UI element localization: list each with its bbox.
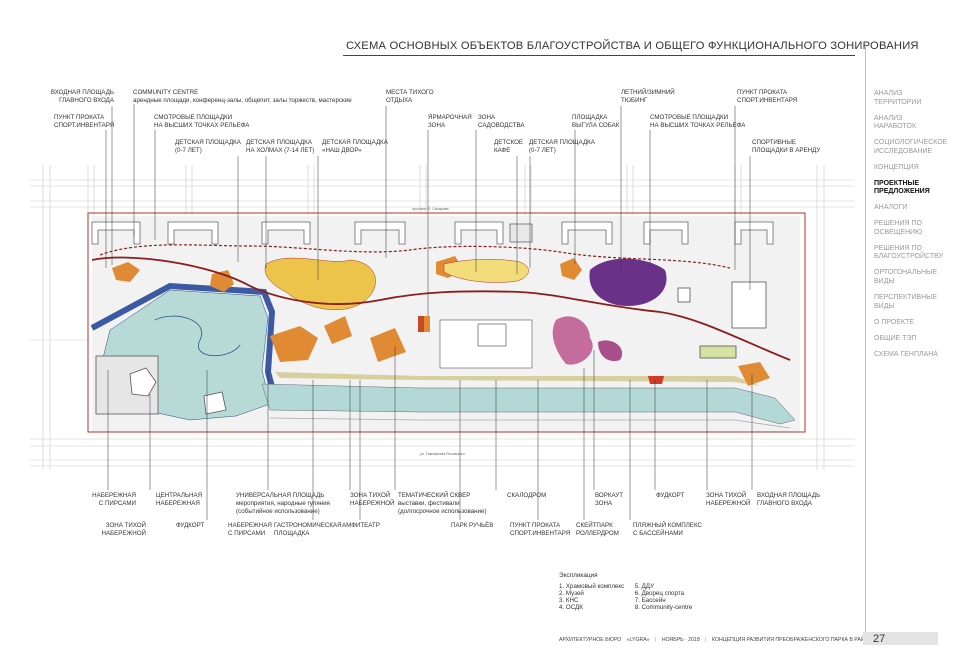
label-sport-rent: СПОРТИВНЫЕ ПЛОЩАДКИ В АРЕНДУ — [752, 139, 821, 154]
footer-office: «LYGRA» — [626, 637, 650, 643]
label-kids-cafe: ДЕТСКОЕ КАФЕ — [494, 139, 524, 154]
label-foodcourt-left: ФУДКОРТ — [176, 522, 205, 529]
legend-item: 1. Храмовый комплекс — [559, 583, 625, 590]
pink-zone — [552, 316, 593, 365]
sidebar-divider — [865, 44, 866, 644]
embankment-strip — [275, 372, 760, 386]
label-universal-square-sub: мероприятия, народные гуляния (событийно… — [236, 500, 330, 515]
footer-bureau: АРХИТЕКТУРНОЕ БЮРО — [559, 637, 622, 643]
footer-date: НОЯБРЬ · 2018 — [661, 637, 700, 643]
sidebar-item-tep[interactable]: ОБЩИЕ ТЭП — [874, 334, 917, 342]
footer-separator: | — [705, 637, 707, 643]
title-underline — [343, 55, 855, 56]
label-kids-yard: ДЕТСКАЯ ПЛОЩАДКА «НАШ ДВОР» — [322, 139, 388, 154]
label-amphitheatre: АМФИТЕАТР — [342, 522, 380, 529]
orange-zones — [112, 256, 770, 386]
sidebar-item-analysis-works[interactable]: АНАЛИЗ НАРАБОТОК — [874, 114, 917, 131]
sidebar-item-genplan[interactable]: СХЕМА ГЕНПЛАНА — [874, 350, 938, 358]
residential-buildings-top — [91, 221, 774, 245]
label-creek-park: ПАРК РУЧЬЁВ — [451, 522, 494, 529]
legend-item: 5. ДДУ — [634, 583, 654, 590]
label-kids-hills: ДЕТСКАЯ ПЛОЩАДКА НА ХОЛМАХ (7-14 ЛЕТ) — [246, 139, 315, 154]
legend-item: 8. Community-centre — [634, 603, 693, 611]
label-kids-0-7-right: ДЕТСКАЯ ПЛОЩАДКА (0-7 ЛЕТ) — [529, 139, 595, 154]
sports-buildings — [677, 281, 767, 359]
label-quiet-embankment-right: ЗОНА ТИХОЙ НАБЕРЕЖНОЙ — [706, 492, 751, 507]
sidebar-item-sociology[interactable]: СОЦИОЛОГИЧЕСКОЕ ИССЛЕДОВАНИЕ — [874, 139, 948, 155]
beach-marker — [648, 376, 664, 384]
label-embankment-piers-2: НАБЕРЕЖНАЯ С ПИРСАМИ — [228, 522, 272, 537]
label-quiet-rest: МЕСТА ТИХОГО ОТДЫХА — [386, 89, 434, 104]
label-kids-0-7-left: ДЕТСКАЯ ПЛОЩАДКА (0-7 ЛЕТ) — [175, 139, 241, 154]
label-beach-complex: ПЛЯЖНЫЙ КОМПЛЕКС С БАССЕЙНАМИ — [633, 522, 702, 537]
label-community-centre: COMMUNITY CENTRE — [133, 89, 199, 96]
label-quiet-embankment-left: ЗОНА ТИХОЙ НАБЕРЕЖНОЙ — [101, 522, 146, 537]
footer-concept: КОНЦЕПЦИЯ РАЗВИТИЯ ПРЕОБРАЖЕНСКОГО ПАРКА… — [711, 637, 930, 643]
sidebar-item-concept[interactable]: КОНЦЕПЦИЯ — [874, 163, 919, 171]
pink-zone-2 — [598, 340, 623, 362]
central-square — [418, 316, 533, 369]
label-central-embankment: ЦЕНТРАЛЬНАЯ НАБЕРЕЖНАЯ — [156, 492, 203, 507]
label-embankment-piers: НАБЕРЕЖНАЯ С ПИРСАМИ — [92, 492, 136, 507]
legend-item: 3. КНС — [559, 596, 579, 604]
park-boundary — [87, 212, 806, 433]
label-quiet-embankment-mid: ЗОНА ТИХОЙ НАБЕРЕЖНОЙ — [350, 492, 395, 507]
footer-separator: | — [655, 637, 657, 643]
label-rental-bottom: ПУНКТ ПРОКАТА СПОРТ.ИНВЕНТАРЯ — [510, 522, 571, 537]
left-buildings — [95, 355, 227, 415]
label-universal-square: УНИВЕРСАЛЬНАЯ ПЛОЩАДЬ — [236, 492, 325, 499]
upper-path — [99, 244, 731, 269]
legend-item: 6. Дворец спорта — [634, 589, 685, 597]
page-number-bar — [863, 632, 938, 645]
main-path — [91, 256, 791, 361]
label-rental-right: ПУНКТ ПРОКАТА СПОРТ.ИНВЕНТАРЯ — [737, 89, 798, 104]
label-skatedrom: СКАЛОДРОМ — [507, 492, 547, 499]
page-title: СХЕМА ОСНОВНЫХ ОБЪЕКТОВ БЛАГОУСТРОЙСТВА … — [346, 40, 919, 52]
label-foodcourt-right: ФУДКОРТ — [656, 492, 685, 499]
page-number: 27 — [873, 633, 886, 645]
legend-column-2: 5. ДДУ 6. Дворец спорта 7. Бассейн 8. Co… — [634, 583, 709, 612]
label-gardening-zone: ЗОНА САДОВОДСТВА — [478, 114, 525, 129]
label-skatepark: СКЕЙТПАРК РОЛЛЕРДРОМ — [576, 522, 619, 537]
canal-left — [90, 282, 278, 399]
sidebar-item-improvement[interactable]: РЕШЕНИЯ ПО БЛАГОУСТРОЙСТВУ — [874, 244, 944, 261]
label-community-centre-sub: арендные площади, конференц-залы, общепи… — [133, 97, 352, 104]
label-tubing: ЛЕТНИЙ/ЗИМНИЙ ТЮБИНГ — [621, 89, 675, 104]
label-entrance-main-right: ВХОДНАЯ ПЛОЩАДЬ ГЛАВНОГО ВХОДА — [757, 492, 821, 507]
sidebar-item-perspective[interactable]: ПЕРСПЕКТИВНЫЕ ВИДЫ — [874, 294, 938, 310]
label-viewpoints-left: СМОТРОВЫЕ ПЛОЩАДКИ НА ВЫСШИХ ТОЧКАХ РЕЛЬ… — [154, 114, 250, 129]
legend-column-1: 1. Храмовый комплекс 2. Музей 3. КНС 4. … — [559, 583, 633, 612]
sidebar-item-lighting[interactable]: РЕШЕНИЯ ПО ОСВЕЩЕНИЮ — [874, 220, 923, 236]
sidebar-nav: АНАЛИЗ ТЕРРИТОРИИ АНАЛИЗ НАРАБОТОК СОЦИО… — [874, 90, 954, 367]
label-rental-left: ПУНКТ ПРОКАТА СПОРТ.ИНВЕНТАРЯ — [54, 114, 115, 129]
lake-path — [154, 315, 241, 357]
footer: АРХИТЕКТУРНОЕ БЮРО «LYGRA» | НОЯБРЬ · 20… — [559, 637, 933, 643]
road-name-top: проспект Л. Сахарова — [412, 207, 449, 211]
sidebar-item-orthogonal[interactable]: ОРТОГОНАЛЬНЫЕ ВИДЫ — [874, 269, 938, 286]
label-workout: ВОРКАУТ ЗОНА — [595, 492, 624, 507]
promenade — [269, 417, 791, 429]
label-fair-zone: ЯРМАРОЧНАЯ ЗОНА — [428, 114, 472, 129]
label-gastro-square: ГАСТРОНОМИЧЕСКАЯ ПЛОЩАДКА — [274, 522, 342, 537]
yellow-hills — [264, 257, 529, 311]
canal-bottom — [261, 383, 796, 425]
sidebar-item-about[interactable]: О ПРОЕКТЕ — [874, 318, 915, 326]
road-grid — [30, 165, 855, 470]
sidebar-item-proposals[interactable]: ПРОЕКТНЫЕ ПРЕДЛОЖЕНИЯ — [874, 179, 930, 196]
label-thematic-square-sub: выставки, фестивали (долгосрочное исполь… — [398, 500, 487, 515]
label-viewpoints-right: СМОТРОВЫЕ ПЛОЩАДКИ НА ВЫСШИХ ТОЧКАХ РЕЛЬ… — [650, 114, 746, 129]
tubing-hill — [589, 258, 667, 306]
label-dog-area: ПЛОЩАДКА ВЫГУЛА СОБАК — [572, 114, 620, 129]
road-name-bottom: ул. Тимофеева Ресовского — [420, 452, 465, 456]
legend-item: 7. Бассейн — [634, 596, 666, 604]
sidebar-item-analogs[interactable]: АНАЛОГИ — [874, 204, 908, 212]
sidebar-item-analysis-territory[interactable]: АНАЛИЗ ТЕРРИТОРИИ — [874, 90, 922, 106]
legend-title: Экспликация — [559, 572, 598, 579]
legend: 1. Храмовый комплекс 2. Музей 3. КНС 4. … — [559, 583, 709, 612]
label-entrance-main-left: ВХОДНАЯ ПЛОЩАДЬ ГЛАВНОГО ВХОДА — [50, 89, 114, 104]
legend-item: 2. Музей — [559, 589, 584, 597]
legend-item: 4. ОСДК — [559, 603, 583, 611]
label-thematic-square: ТЕМАТИЧЕСКИЙ СКВЕР — [398, 492, 471, 499]
